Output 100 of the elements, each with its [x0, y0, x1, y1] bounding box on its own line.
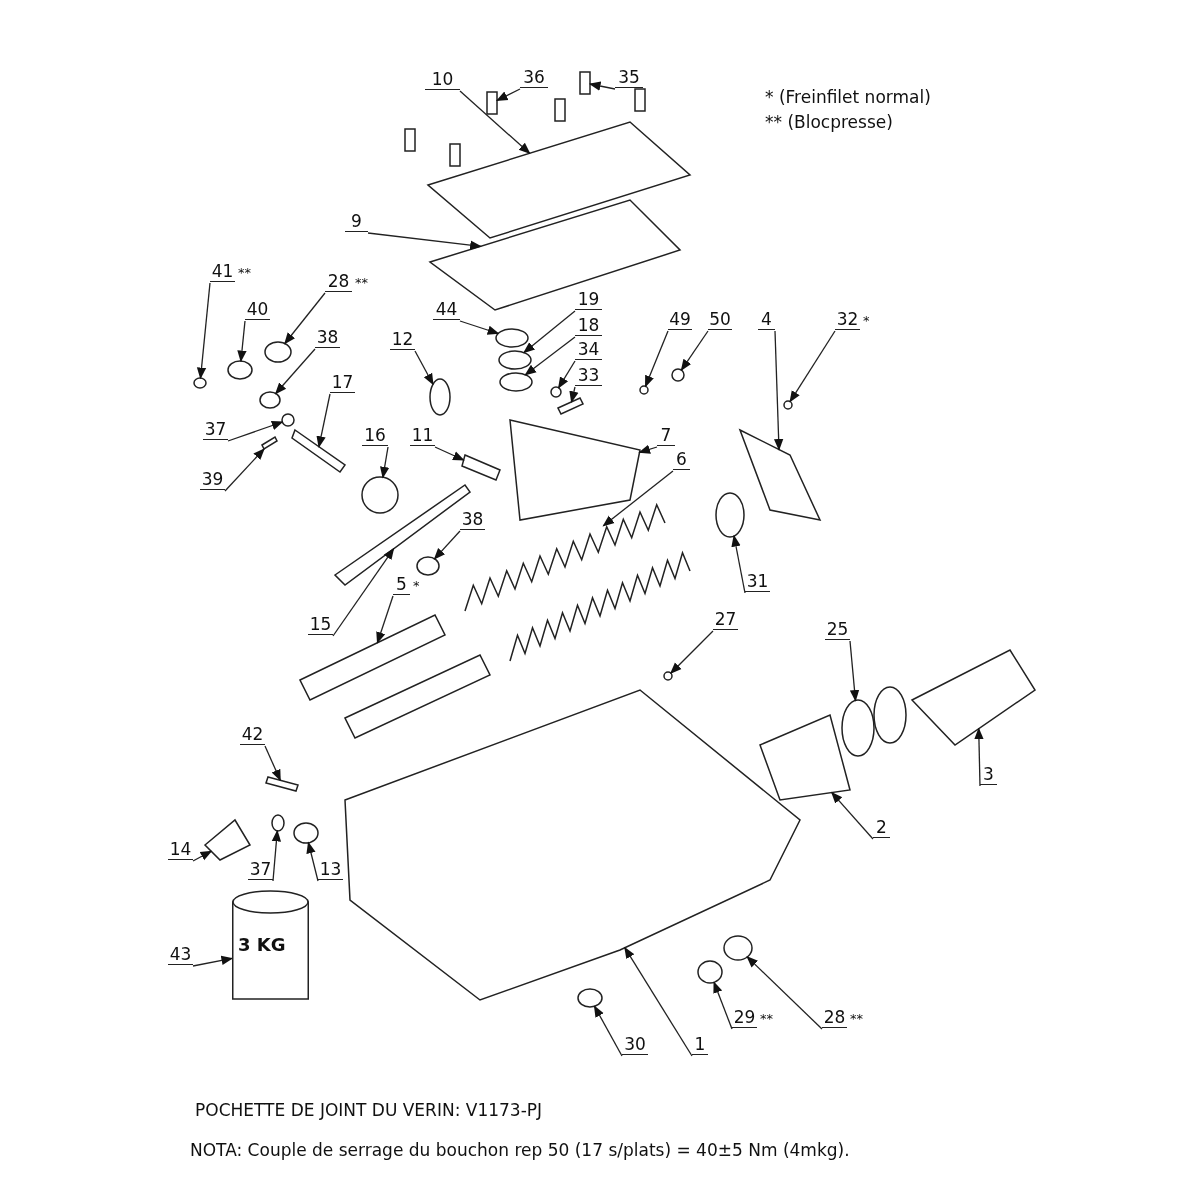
leader-line — [713, 981, 733, 1030]
screw — [486, 91, 498, 115]
leader-line — [459, 320, 500, 335]
callout-number: 40 — [245, 299, 270, 320]
ring — [271, 814, 285, 832]
callout-number: 33 — [575, 365, 602, 386]
callout-number: 14 — [168, 839, 193, 860]
seal — [495, 328, 529, 348]
callout-number: 25 — [825, 619, 850, 640]
callout-number: 43 — [168, 944, 193, 965]
pin — [265, 776, 299, 792]
leader-line — [789, 330, 836, 403]
callout-number: 7 — [657, 425, 675, 446]
callout-number: 29 — [732, 1007, 757, 1028]
pin — [461, 453, 501, 481]
kit-reference-text: POCHETTE DE JOINT DU VERIN: V1173-PJ — [195, 1100, 543, 1120]
leader-line — [524, 336, 576, 376]
callout-number: 44 — [433, 299, 460, 320]
plug — [723, 935, 753, 961]
leader-line — [376, 595, 394, 644]
callout-number: 19 — [575, 289, 602, 310]
callout-number: 6 — [673, 449, 690, 470]
leader-line — [306, 841, 319, 882]
leader-line — [746, 956, 823, 1030]
plug — [264, 341, 292, 363]
screw — [554, 98, 566, 122]
leader-line — [523, 310, 576, 354]
leader-line — [434, 446, 465, 461]
leader-line — [644, 330, 669, 388]
screw — [404, 128, 416, 152]
callout-number: 38 — [315, 327, 340, 348]
torsion-spring — [361, 476, 399, 514]
callout-number: 13 — [318, 859, 343, 880]
leader-line — [316, 393, 331, 448]
pin — [557, 397, 584, 415]
seal — [499, 372, 533, 392]
callout-number: 49 — [668, 309, 692, 330]
leader-line — [593, 1005, 623, 1057]
frame — [344, 689, 801, 1001]
locking-wedge — [910, 649, 1036, 746]
seal — [498, 350, 532, 370]
footnote-mark: * — [862, 312, 870, 330]
callout-number: 1 — [692, 1034, 708, 1055]
leader-line — [731, 534, 746, 594]
leader-line — [974, 727, 984, 787]
plug — [697, 960, 723, 984]
plug — [671, 368, 685, 382]
callout-number: 35 — [615, 67, 643, 88]
leader-line — [495, 88, 521, 102]
nipple — [550, 386, 562, 398]
leader-line — [367, 232, 482, 250]
leader-line — [624, 946, 693, 1057]
leader-line — [669, 630, 714, 675]
pin — [261, 435, 278, 451]
callout-number: 5 — [393, 574, 410, 595]
leader-line — [638, 444, 658, 454]
washer — [259, 391, 281, 409]
leader-line — [196, 282, 211, 380]
callout-number: 30 — [622, 1034, 648, 1055]
leader-line — [284, 292, 326, 345]
callout-number: 36 — [520, 67, 548, 88]
leader-line — [274, 348, 316, 395]
callout-number: 42 — [240, 724, 265, 745]
shaft — [299, 614, 446, 701]
footnote-mark: ** — [237, 264, 251, 282]
leader-line — [569, 386, 579, 404]
callout-number: 18 — [575, 315, 602, 336]
callout-number: 2 — [873, 817, 890, 838]
footnote-mark: ** — [849, 1010, 863, 1028]
plug — [577, 988, 603, 1008]
callout-number: 50 — [708, 309, 732, 330]
callout-number: 12 — [390, 329, 415, 350]
callout-number: 28 — [325, 271, 352, 292]
footnote-mark: ** — [759, 1010, 773, 1028]
leader-line — [557, 360, 576, 389]
callout-number: 27 — [713, 609, 738, 630]
footnote-mark: ** — [354, 274, 368, 292]
screw — [449, 143, 461, 167]
callout-number: 17 — [330, 372, 355, 393]
nipple — [663, 671, 673, 681]
hydraulic-cylinder — [509, 419, 641, 521]
callout-number: 31 — [745, 571, 770, 592]
callout-number: 4 — [758, 309, 775, 330]
leader-line — [224, 448, 265, 492]
leader-line — [773, 330, 784, 451]
callout-number: 9 — [345, 211, 368, 232]
leader-line — [588, 81, 616, 91]
ring — [639, 385, 649, 395]
leader-line — [459, 90, 531, 155]
leader-line — [380, 446, 390, 479]
plug — [193, 377, 207, 389]
screw — [634, 88, 646, 112]
ring — [281, 413, 295, 427]
callout-number: 28 — [822, 1007, 847, 1028]
callout-number: 15 — [308, 614, 333, 635]
callout-number: 16 — [362, 425, 388, 446]
callout-number: 32 — [835, 309, 860, 330]
can-label: 3 KG — [238, 934, 286, 955]
seal-ring — [841, 699, 875, 757]
callout-number: 39 — [200, 469, 225, 490]
